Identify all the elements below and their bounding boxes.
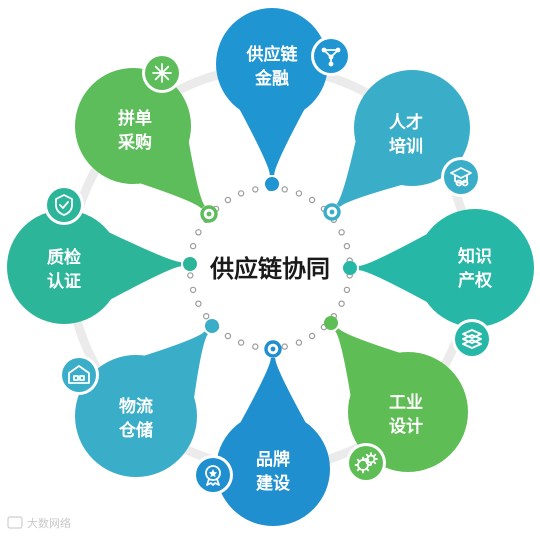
award-icon (205, 465, 221, 486)
warehouse-icon (68, 365, 90, 384)
icon-badge (62, 358, 96, 392)
ring-dot (195, 300, 202, 307)
ring-dot (338, 229, 345, 236)
watermark-text: 大数网络 (27, 516, 71, 530)
bubble-label-line1: 人才 (389, 112, 423, 133)
bubble-label-line2: 仓储 (118, 420, 153, 441)
graduation-cap-icon (450, 167, 472, 187)
icon-badge (47, 188, 81, 222)
ring-dot (295, 339, 303, 346)
bubble-label-line2: 建设 (256, 473, 290, 494)
ring-dot (343, 242, 351, 250)
bubble-label-line1: 物流 (119, 396, 153, 417)
bubble-label-line2: 金融 (254, 68, 289, 89)
ring-dot (281, 343, 288, 350)
tail-tip (183, 257, 197, 271)
stack-icon (462, 329, 482, 349)
ring-dot (195, 229, 202, 236)
bubble-circle (354, 70, 470, 186)
bubble-label-line1: 知识 (457, 246, 492, 267)
ring-dot (202, 313, 210, 320)
ring-dot (237, 190, 245, 197)
ring-dot (189, 286, 197, 294)
ring-dot (224, 332, 232, 340)
tail-tip (324, 316, 338, 330)
bubble-label-line2: 设计 (389, 416, 423, 437)
ring-dot (308, 332, 316, 340)
ring-dot (237, 339, 245, 346)
bubble-circle (75, 355, 197, 477)
bubble-circle (7, 210, 121, 324)
gears-icon (354, 452, 378, 474)
network-icon (321, 47, 341, 67)
ring-dot (187, 272, 194, 279)
ring-dot (281, 186, 288, 193)
ring-dot (343, 286, 351, 294)
ring-dot (224, 196, 232, 204)
bubble-label-line2: 认证 (47, 271, 81, 292)
bubble-label-line1: 工业 (389, 393, 423, 413)
bubble-label-line1: 供应链 (246, 44, 299, 65)
tail-tip (265, 177, 279, 191)
watermark: 大数网络 (7, 516, 71, 530)
bubble-label-line1: 品牌 (256, 449, 290, 470)
bubble-label-line2: 采购 (117, 132, 152, 153)
ring-dot (252, 343, 259, 350)
icon-badge (455, 322, 489, 356)
bubble-label-line2: 产权 (458, 270, 493, 291)
ring-dot (338, 300, 345, 307)
bubble-circle (348, 352, 468, 472)
bubble-circle (216, 8, 328, 120)
snowflake-icon (152, 63, 172, 83)
bubble-circle (416, 209, 534, 327)
bubble-label-line1: 拼单 (118, 108, 152, 129)
ring-dot (308, 196, 316, 204)
ring-dot (189, 242, 197, 250)
bubble-label-line1: 质检 (47, 247, 81, 268)
tail-tip (343, 261, 357, 275)
bubble-label-line2: 培训 (389, 136, 423, 157)
ring-dot (295, 190, 303, 197)
ring-dot (252, 186, 259, 193)
bubble-circle (75, 68, 191, 184)
center-title: 供应链协同 (209, 255, 330, 283)
shield-check-icon (55, 194, 73, 216)
tail-tip (205, 319, 219, 333)
bubble-circle (216, 412, 330, 526)
